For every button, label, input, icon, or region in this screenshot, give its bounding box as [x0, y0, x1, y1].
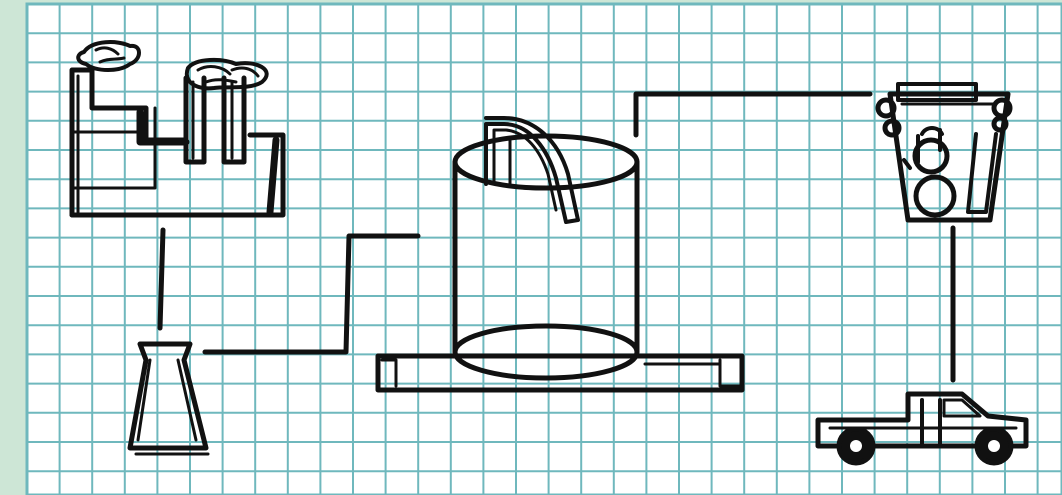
- storage-tank-icon: [375, 116, 745, 393]
- connectors: [157, 91, 956, 383]
- pickup-truck-icon: [815, 391, 1029, 466]
- connector-flask-tank: [202, 233, 421, 355]
- processing-machine-icon: [875, 82, 1013, 223]
- factory-icon: [69, 40, 286, 218]
- paper-border: [25, 2, 1062, 495]
- flask-icon: [127, 341, 210, 456]
- connector-tank-processor: [633, 91, 873, 138]
- connector-factory-flask: [157, 227, 166, 331]
